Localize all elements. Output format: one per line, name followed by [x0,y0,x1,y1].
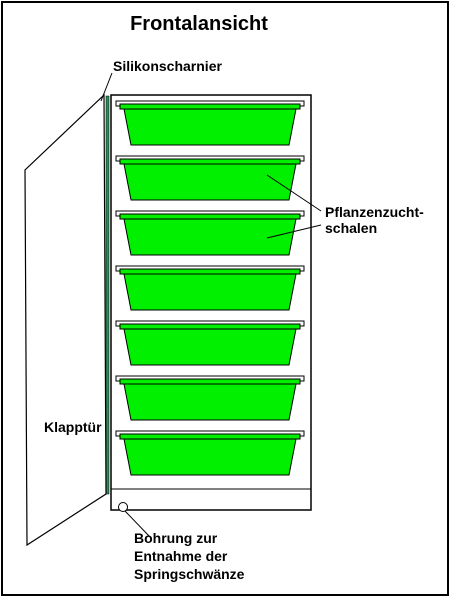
tray-rim [119,378,301,385]
plant-tray [123,438,297,476]
tray-rim [119,323,301,330]
label-hinge: Silikonscharnier [113,58,222,74]
label-hole-line1: Bohrung zur [134,530,218,546]
drain-hole [118,502,128,512]
plant-tray [123,218,297,256]
plant-tray [123,273,297,311]
label-trays-line2: schalen [325,220,377,236]
silicone-hinge [105,95,110,495]
tray-stack [115,100,305,476]
tray-rim [119,213,301,220]
tray-rim [119,433,301,440]
tray-rim [119,103,301,110]
leader-tray-lower [266,224,322,239]
plant-tray [123,328,297,366]
leader-hole [124,510,151,538]
plant-tray [123,163,297,201]
tray-rim [119,268,301,275]
diagram-title: Frontalansicht [130,13,268,35]
tray-rim [119,158,301,165]
label-trays-line1: Pflanzenzucht- [325,204,424,220]
leader-tray-upper [266,174,322,212]
label-hole-line3: Springschwänze [134,566,245,582]
plant-tray [123,108,297,146]
label-hole-line2: Entnahme der [134,548,228,564]
label-door: Klapptür [44,419,102,435]
leader-hinge [100,72,113,102]
flap-door [24,93,107,547]
plant-tray [123,383,297,421]
